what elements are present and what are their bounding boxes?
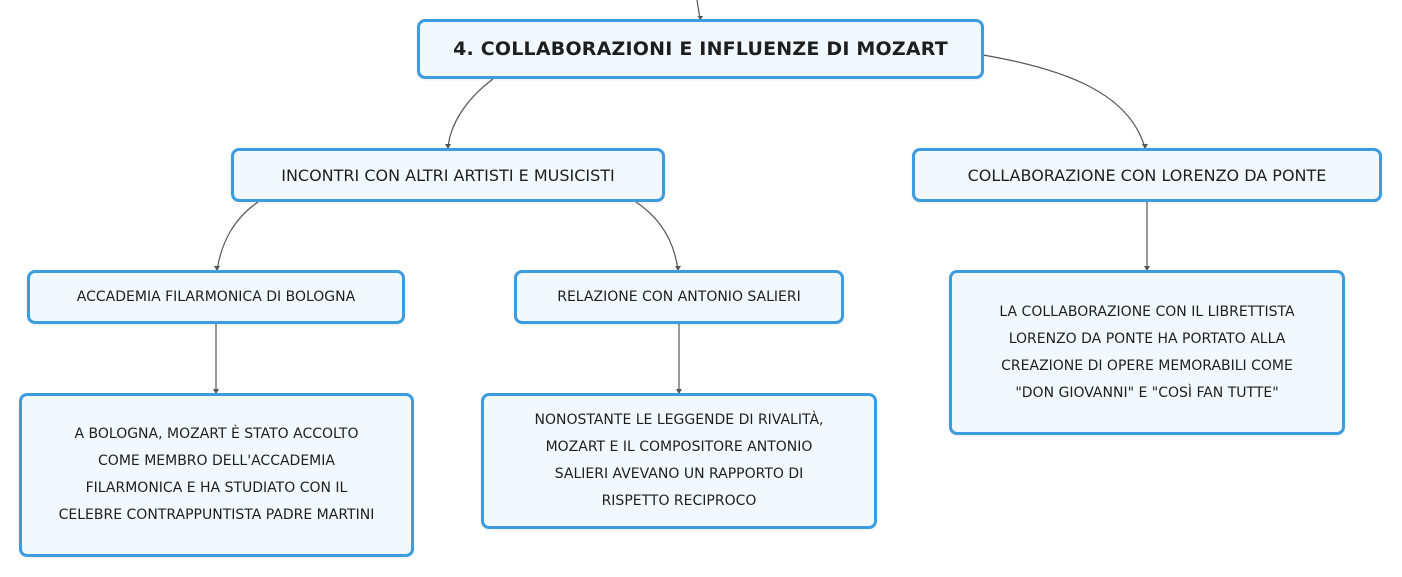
connector-root-to-daponte	[982, 54, 1146, 149]
root-topic-node[interactable]: 4. COLLABORAZIONI E INFLUENZE DI MOZART	[417, 19, 984, 79]
arrowhead-daponte-detail	[1144, 266, 1150, 271]
connector-incontri-to-accademia	[216, 201, 259, 271]
connector-incontri-to-salieri	[635, 201, 679, 271]
arrowhead-root	[697, 16, 703, 20]
detail-accademia-filarmonica-text: A BOLOGNA, MOZART È STATO ACCOLTO COME M…	[58, 426, 375, 523]
detail-relazione-salieri-text: NONOSTANTE LE LEGGENDE DI RIVALITÀ, MOZA…	[534, 412, 824, 509]
topic-accademia-filarmonica[interactable]: ACCADEMIA FILARMONICA DI BOLOGNA	[27, 270, 405, 324]
root-topic-label: 4. COLLABORAZIONI E INFLUENZE DI MOZART	[453, 38, 948, 60]
arrowhead-salieri	[675, 266, 681, 271]
topic-incontri-artisti[interactable]: INCONTRI CON ALTRI ARTISTI E MUSICISTI	[231, 148, 665, 202]
topic-incontri-artisti-label: INCONTRI CON ALTRI ARTISTI E MUSICISTI	[281, 165, 615, 185]
detail-collaborazione-da-ponte[interactable]: LA COLLABORAZIONE CON IL LIBRETTISTA LOR…	[949, 270, 1345, 435]
arrowhead-salieri-detail	[676, 389, 682, 394]
connector-parent-to-root	[696, 0, 701, 20]
arrowhead-accademia	[214, 266, 220, 271]
detail-accademia-filarmonica[interactable]: A BOLOGNA, MOZART È STATO ACCOLTO COME M…	[19, 393, 414, 557]
detail-collaborazione-da-ponte-text: LA COLLABORAZIONE CON IL LIBRETTISTA LOR…	[999, 303, 1295, 401]
topic-accademia-filarmonica-label: ACCADEMIA FILARMONICA DI BOLOGNA	[76, 289, 356, 305]
topic-collaborazione-da-ponte[interactable]: COLLABORAZIONE CON LORENZO DA PONTE	[912, 148, 1382, 202]
connector-root-to-incontri	[447, 78, 494, 149]
topic-relazione-salieri-label: RELAZIONE CON ANTONIO SALIERI	[557, 289, 801, 305]
arrowhead-incontri	[445, 144, 451, 149]
arrowhead-accademia-detail	[213, 389, 219, 394]
topic-relazione-salieri[interactable]: RELAZIONE CON ANTONIO SALIERI	[514, 270, 844, 324]
arrowhead-daponte	[1142, 144, 1148, 149]
topic-collaborazione-da-ponte-label: COLLABORAZIONE CON LORENZO DA PONTE	[967, 165, 1327, 185]
detail-relazione-salieri[interactable]: NONOSTANTE LE LEGGENDE DI RIVALITÀ, MOZA…	[481, 393, 877, 529]
